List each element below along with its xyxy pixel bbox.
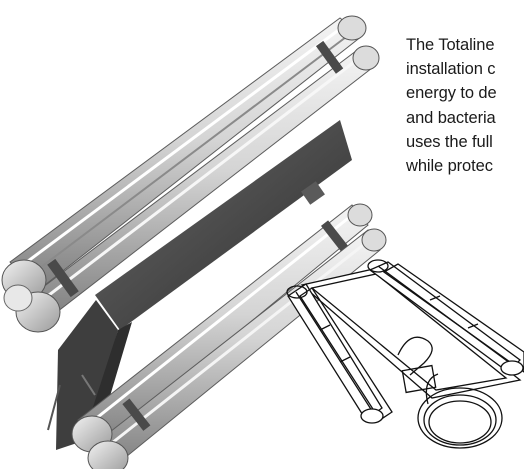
description-text: The Totaline installation c energy to de… — [406, 33, 524, 178]
upper-lamp-tubes — [1, 15, 380, 333]
description-line: energy to de — [406, 84, 497, 103]
description-line: The Totaline — [406, 36, 495, 54]
description-line: uses the full — [406, 132, 493, 151]
description-line: installation c — [406, 60, 496, 79]
description-line: while protec — [406, 156, 493, 175]
description-line: and bacteria — [406, 108, 496, 127]
